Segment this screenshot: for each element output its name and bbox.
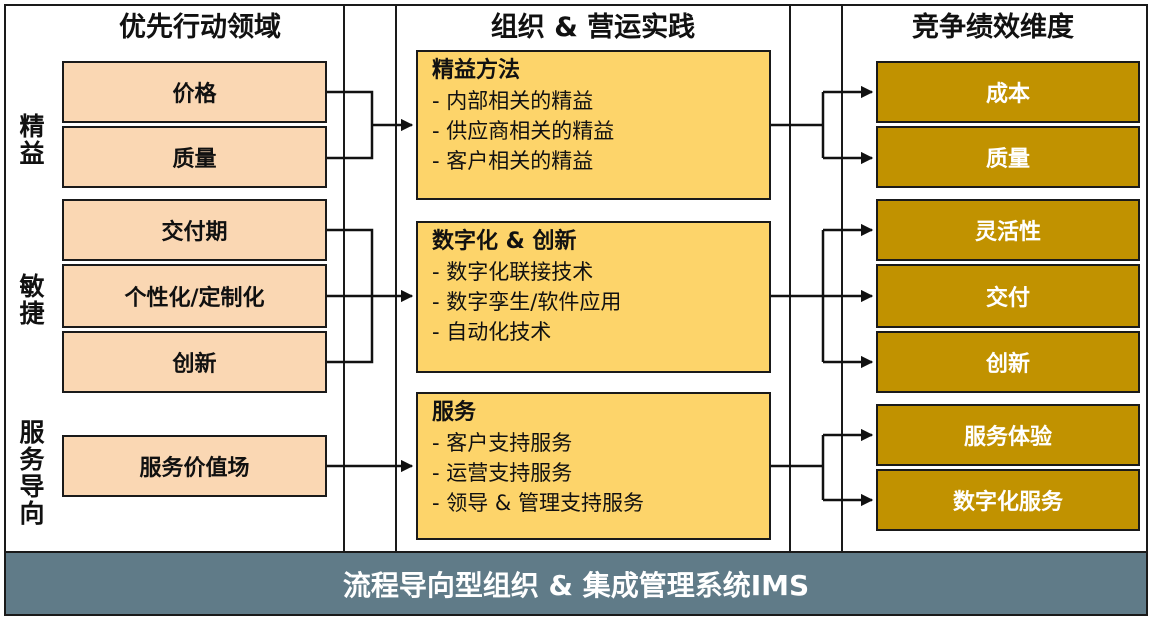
practice-lean-title: 精益方法 xyxy=(432,58,521,83)
column-divider xyxy=(395,4,397,552)
middle-column-header: 组织 & 营运实践 xyxy=(490,12,696,43)
left-column-header: 优先行动领域 xyxy=(119,12,281,43)
practice-digital-title: 数字化 & 创新 xyxy=(432,229,577,254)
practice-digital: 数字化 & 创新 - 数字化联接技术 - 数字孪生/软件应用 - 自动化技术 xyxy=(416,221,771,373)
input-service-value: 服务价值场 xyxy=(62,435,327,497)
output-quality: 质量 xyxy=(876,126,1140,188)
practice-lean-item: - 供应商相关的精益 xyxy=(432,119,615,143)
output-digital-service: 数字化服务 xyxy=(876,469,1140,531)
input-delivery-time: 交付期 xyxy=(62,199,327,261)
practice-service: 服务 - 客户支持服务 - 运营支持服务 - 领导 & 管理支持服务 xyxy=(416,392,771,540)
connector-lean-input xyxy=(327,90,374,160)
practice-digital-item: - 数字化联接技术 xyxy=(432,260,594,284)
output-flexibility: 灵活性 xyxy=(876,199,1140,261)
practice-service-item: - 领导 & 管理支持服务 xyxy=(432,491,644,515)
practice-service-item: - 运营支持服务 xyxy=(432,461,573,485)
practice-lean: 精益方法 - 内部相关的精益 - 供应商相关的精益 - 客户相关的精益 xyxy=(416,50,771,200)
output-cost: 成本 xyxy=(876,61,1140,123)
input-customization: 个性化/定制化 xyxy=(62,264,327,328)
input-innovation: 创新 xyxy=(62,331,327,393)
practice-digital-item: - 自动化技术 xyxy=(432,320,552,344)
input-quality: 质量 xyxy=(62,126,327,188)
practice-lean-item: - 客户相关的精益 xyxy=(432,149,594,173)
right-column-header: 竞争绩效维度 xyxy=(912,12,1074,43)
practice-lean-item: - 内部相关的精益 xyxy=(432,89,594,113)
group-label-service: 服务导向 xyxy=(16,418,45,527)
output-service-experience: 服务体验 xyxy=(876,404,1140,466)
output-innovation: 创新 xyxy=(876,331,1140,393)
group-label-lean: 精益 xyxy=(16,113,45,167)
practice-service-item: - 客户支持服务 xyxy=(432,431,573,455)
column-divider xyxy=(841,4,843,552)
footer-banner: 流程导向型组织 & 集成管理系统IMS xyxy=(4,551,1148,616)
input-price: 价格 xyxy=(62,61,327,123)
column-divider xyxy=(343,4,345,552)
output-delivery: 交付 xyxy=(876,264,1140,328)
column-divider xyxy=(789,4,791,552)
group-label-agile: 敏捷 xyxy=(16,273,45,327)
practice-service-title: 服务 xyxy=(432,400,477,425)
practice-digital-item: - 数字孪生/软件应用 xyxy=(432,290,622,314)
